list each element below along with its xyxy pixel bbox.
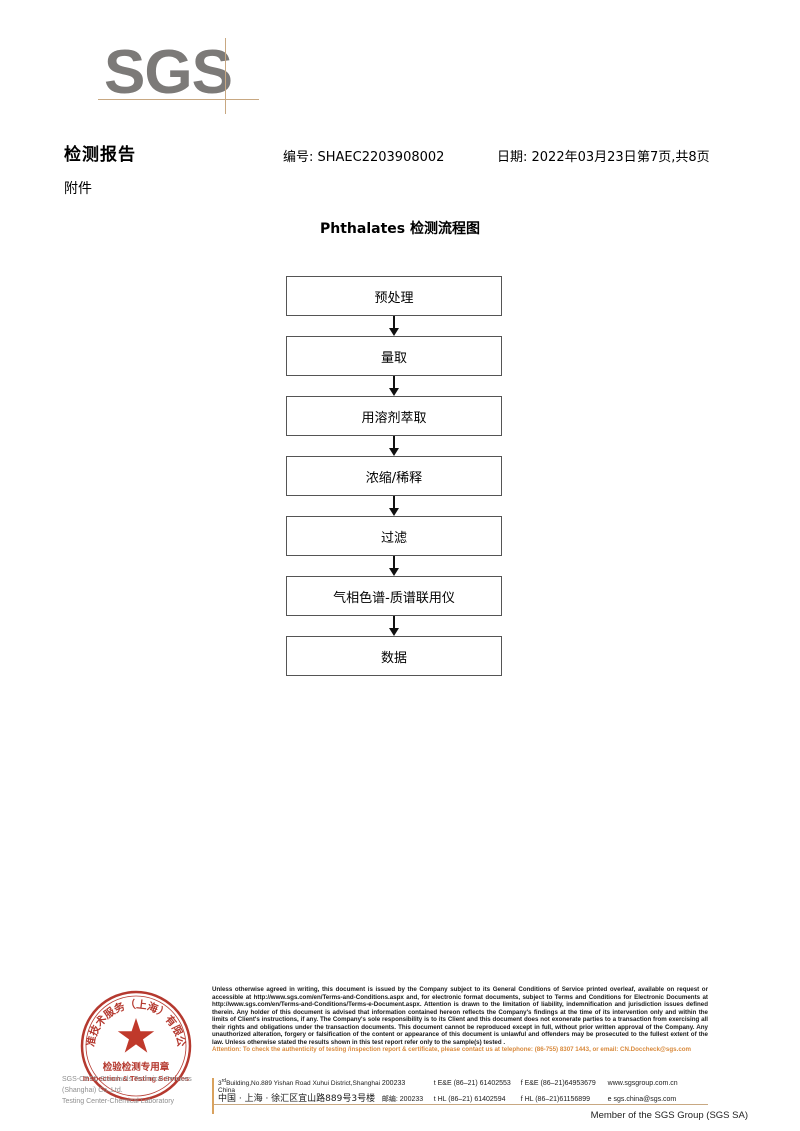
- svg-text:Inspection & Testing Services: Inspection & Testing Services: [83, 1074, 189, 1083]
- flow-node-data: 数据: [286, 636, 502, 676]
- company-line-2: Testing Center-Chemical Laboratory: [62, 1098, 175, 1105]
- seal-graphic: 标准技术服务（上海）有限公司 检验检测专用章 Inspection & Test…: [78, 988, 192, 1102]
- flow-node-label: 预处理: [374, 290, 414, 306]
- flow-node-label: 用溶剂萃取: [361, 410, 427, 426]
- zip-en: 200233: [381, 1080, 406, 1088]
- flow-arrow-2: [286, 376, 502, 396]
- arrow-shaft: [393, 616, 395, 630]
- report-number: 编号: SHAEC2203908002: [283, 150, 445, 165]
- address-block: 3rdBuilding,No.889 Yishan Road Xuhui Dis…: [212, 1078, 708, 1104]
- address-cn: 中国 · 上海 · 徐汇区宜山路889号3号楼: [218, 1094, 376, 1104]
- arrow-shaft: [393, 436, 395, 450]
- flow-arrow-4: [286, 496, 502, 516]
- flow-node-gcms: 气相色谱-质谱联用仪: [286, 576, 502, 616]
- arrow-head: [389, 628, 399, 636]
- page-indicator: 第7页,共8页: [637, 150, 710, 165]
- flow-node-solvent-extraction: 用溶剂萃取: [286, 396, 502, 436]
- flowchart: 预处理 量取 用溶剂萃取 浓缩/稀释 过滤: [286, 276, 502, 676]
- email-link[interactable]: e sgs.china@sgs.com: [607, 1096, 677, 1103]
- arrow-shaft: [393, 556, 395, 570]
- flow-node-label: 过滤: [380, 530, 407, 546]
- address-row-en: 3rdBuilding,No.889 Yishan Road Xuhui Dis…: [218, 1078, 708, 1095]
- fax-hl: f HL (86–21)61156899: [520, 1096, 590, 1103]
- flow-node-label: 数据: [380, 650, 407, 666]
- fax-ee: f E&E (86–21)64953679: [520, 1080, 596, 1088]
- arrow-shaft: [393, 376, 395, 390]
- attachment-label: 附件: [64, 181, 92, 197]
- arrow-head: [389, 568, 399, 576]
- footer-divider: [212, 1104, 708, 1105]
- attention-notice: Attention: To check the authenticity of …: [212, 1046, 692, 1053]
- flow-node-measure: 量取: [286, 336, 502, 376]
- flow-arrow-3: [286, 436, 502, 456]
- address-en: 3rdBuilding,No.889 Yishan Road Xuhui Dis…: [218, 1078, 381, 1095]
- official-seal-stamp: 标准技术服务（上海）有限公司 检验检测专用章 Inspection & Test…: [78, 988, 194, 1104]
- company-line-1: SGS-CSTC Standards Technical Services (S…: [62, 1076, 192, 1094]
- member-note: Member of the SGS Group (SGS SA): [590, 1110, 748, 1121]
- flow-node-concentrate-dilute: 浓缩/稀释: [286, 456, 502, 496]
- arrow-head: [389, 388, 399, 396]
- flow-node-label: 气相色谱-质谱联用仪: [333, 590, 455, 606]
- footer-divider-tail: [212, 1104, 214, 1114]
- sgs-logo: SGS: [98, 38, 274, 122]
- legal-paragraph: Unless otherwise agreed in writing, this…: [212, 986, 708, 1046]
- page-title: 检测报告: [64, 145, 136, 165]
- flow-node-label: 浓缩/稀释: [365, 470, 423, 486]
- svg-text:检验检测专用章: 检验检测专用章: [103, 1061, 170, 1073]
- report-date: 日期: 2022年03月23日: [497, 150, 637, 165]
- logo-horizontal-rule: [98, 99, 259, 100]
- flow-node-filtration: 过滤: [286, 516, 502, 556]
- zip-cn: 邮编: 200233: [381, 1096, 424, 1103]
- arrow-head: [389, 328, 399, 336]
- legal-terms-block: Unless otherwise agreed in writing, this…: [212, 986, 708, 1054]
- laboratory-company-name: SGS-CSTC Standards Technical Services (S…: [62, 1074, 222, 1107]
- telephone-ee: t E&E (86–21) 61402553: [433, 1080, 511, 1088]
- arrow-shaft: [393, 316, 395, 330]
- sgs-logo-text: SGS: [104, 38, 233, 107]
- flowchart-title: Phthalates 检测流程图: [320, 221, 480, 237]
- arrow-head: [389, 448, 399, 456]
- website-link[interactable]: www.sgsgroup.com.cn: [607, 1080, 678, 1088]
- address-row-cn: 中国 · 上海 · 徐汇区宜山路889号3号楼 邮编: 200233 t HL …: [218, 1091, 708, 1104]
- logo-vertical-rule: [225, 38, 226, 114]
- arrow-head: [389, 508, 399, 516]
- telephone-hl: t HL (86–21) 61402594: [433, 1096, 506, 1103]
- flow-node-pretreatment: 预处理: [286, 276, 502, 316]
- flow-node-label: 量取: [380, 350, 407, 366]
- flow-arrow-6: [286, 616, 502, 636]
- arrow-shaft: [393, 496, 395, 510]
- flow-arrow-5: [286, 556, 502, 576]
- flow-arrow-1: [286, 316, 502, 336]
